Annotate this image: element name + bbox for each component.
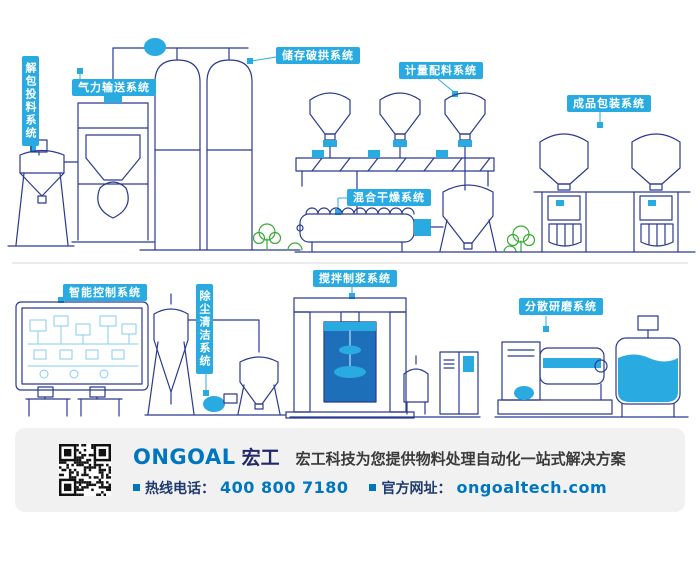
unpacking-machine-illustration (7, 139, 79, 247)
top-section-illustration (7, 38, 696, 253)
control-cabinet-illustration (439, 351, 479, 415)
bag-dump-station-illustration (71, 93, 155, 243)
tree-illustration-2 (503, 225, 536, 253)
dust-collector-illustration (144, 293, 286, 416)
tree-illustration (252, 223, 303, 251)
website-label: 官方网址： (381, 480, 452, 497)
footer-text: ONGOAL 宏工 宏工科技为您提供物料处理自动化一站式解决方案 热线电话： 4… (133, 443, 626, 498)
screen-schematic (27, 315, 139, 379)
label-packaging-system: 成品包装系统 (567, 95, 651, 112)
buffer-tank-illustration (403, 355, 429, 415)
conveyor-illustration (295, 150, 495, 214)
footer-slogan: 宏工科技为您提供物料处理自动化一站式解决方案 (295, 449, 626, 468)
dispersing-tank-illustration (615, 315, 681, 418)
label-stirring-pulping-system: 搅拌制浆系统 (313, 270, 397, 287)
hotline-number: 400 800 7180 (220, 478, 349, 497)
stirring-machine-illustration (285, 297, 415, 419)
footer-contact-line: 热线电话： 400 800 7180 官方网址： ongoaltech.com (133, 478, 626, 498)
label-dispersing-grinding-system: 分散研磨系统 (519, 298, 603, 315)
footer-brand-line: ONGOAL 宏工 宏工科技为您提供物料处理自动化一站式解决方案 (133, 443, 626, 470)
label-metering-system: 计量配料系统 (399, 62, 483, 79)
square-bullet-icon (133, 484, 140, 491)
storage-silos-illustration (139, 59, 301, 251)
label-mixing-drying-system: 混合干燥系统 (347, 189, 431, 206)
footer-bar: ONGOAL 宏工 宏工科技为您提供物料处理自动化一站式解决方案 热线电话： 4… (15, 428, 685, 512)
square-bullet-icon (369, 484, 377, 491)
ongoal-logo: ONGOAL (133, 444, 236, 469)
ongoal-logo-cn: 宏工 (241, 446, 280, 469)
qr-code (59, 444, 111, 496)
label-connectors (30, 56, 603, 396)
operator-desks-illustration (25, 386, 123, 417)
packaging-illustration (504, 133, 696, 253)
label-pneumatic-system: 气力输送系统 (72, 79, 156, 96)
label-dust-cleaning-system: 除尘清洁系统 (196, 284, 213, 374)
label-unpacking-system: 解包投料系统 (22, 56, 39, 146)
cone-tank-illustration (439, 184, 497, 252)
label-storage-system: 储存破拱系统 (276, 47, 360, 64)
grinding-mill-illustration (497, 341, 613, 415)
metering-hoppers-illustration (309, 92, 486, 191)
control-screen-illustration (15, 301, 149, 391)
mixing-dryer-illustration (296, 207, 444, 252)
bottom-section-illustration (15, 293, 689, 419)
label-smart-control-system: 智能控制系统 (63, 284, 147, 301)
website-url: ongoaltech.com (456, 478, 608, 497)
hotline-label: 热线电话： (145, 480, 215, 497)
